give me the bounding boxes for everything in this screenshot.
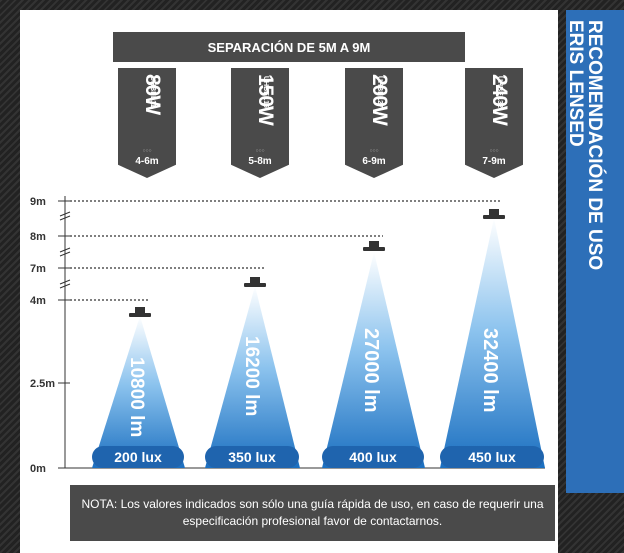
tick-label: 9m: [30, 196, 46, 208]
axis-ticks: 9m 8m 7m 4m 2.5m 0m: [30, 196, 55, 475]
lux-label: 450 lux: [468, 449, 516, 465]
disclaimer-note: NOTA: Los valores indicados son sólo una…: [70, 485, 555, 541]
dots-icon: ○○○: [369, 148, 379, 154]
product-tag-1: UHBEL11 80W ○○○ 4-6m: [118, 68, 176, 178]
product-range: 6-9m: [362, 156, 386, 167]
tick-marks: [58, 200, 70, 469]
light-beams: [92, 218, 545, 468]
tick-label: 4m: [30, 295, 46, 307]
lux-label: 200 lux: [114, 449, 162, 465]
lumen-label: 32400 lm: [479, 328, 501, 413]
lux-badge: [92, 446, 184, 468]
lux-badge: [322, 446, 424, 468]
dots-icon: ○○○: [255, 148, 265, 154]
height-guides: [70, 200, 500, 301]
light-beam: [92, 316, 185, 468]
lux-badge: [205, 446, 299, 468]
product-range: 7-9m: [482, 156, 506, 167]
tick-label: 7m: [30, 263, 46, 275]
product-range: 5-8m: [248, 156, 272, 167]
lux-badges: [92, 446, 544, 468]
lux-label: 400 lux: [349, 449, 397, 465]
lamp-fixtures: [129, 209, 505, 317]
lumen-label: 27000 lm: [360, 328, 382, 413]
tick-label: 0m: [30, 463, 46, 475]
lux-labels: 200 lux 350 lux 400 lux 450 lux: [114, 449, 516, 465]
product-range: 4-6m: [135, 156, 159, 167]
dots-icon: ○○○: [489, 148, 499, 154]
lux-label: 350 lux: [228, 449, 276, 465]
product-tag-3: UHBEL27 200W ○○○ 6-9m: [345, 68, 403, 178]
lamp-icon: [129, 307, 151, 317]
lumen-label: 16200 lm: [241, 336, 262, 416]
axis-break-marks: [59, 211, 71, 289]
product-tag-4: UHBEL32 240W ○○○ 7-9m: [465, 68, 523, 178]
lux-badge: [440, 446, 544, 468]
separation-header: SEPARACIÓN DE 5M A 9M: [113, 32, 465, 62]
light-beam: [440, 218, 545, 468]
dots-icon: ○○○: [142, 148, 152, 154]
tick-label: 8m: [30, 231, 46, 243]
tick-label: 2.5m: [30, 378, 55, 390]
lumen-label: 10800 lm: [126, 357, 147, 437]
sidebar: [566, 10, 624, 493]
light-beam: [322, 252, 425, 468]
product-tag-2: UHBEL16 150W ○○○ 5-8m: [231, 68, 289, 178]
lamp-icon: [363, 241, 385, 251]
light-beam: [205, 286, 300, 468]
lamp-icon: [483, 209, 505, 219]
lamp-icon: [244, 277, 266, 287]
lumen-labels: 10800 lm 16200 lm 27000 lm 32400 lm: [126, 328, 501, 437]
